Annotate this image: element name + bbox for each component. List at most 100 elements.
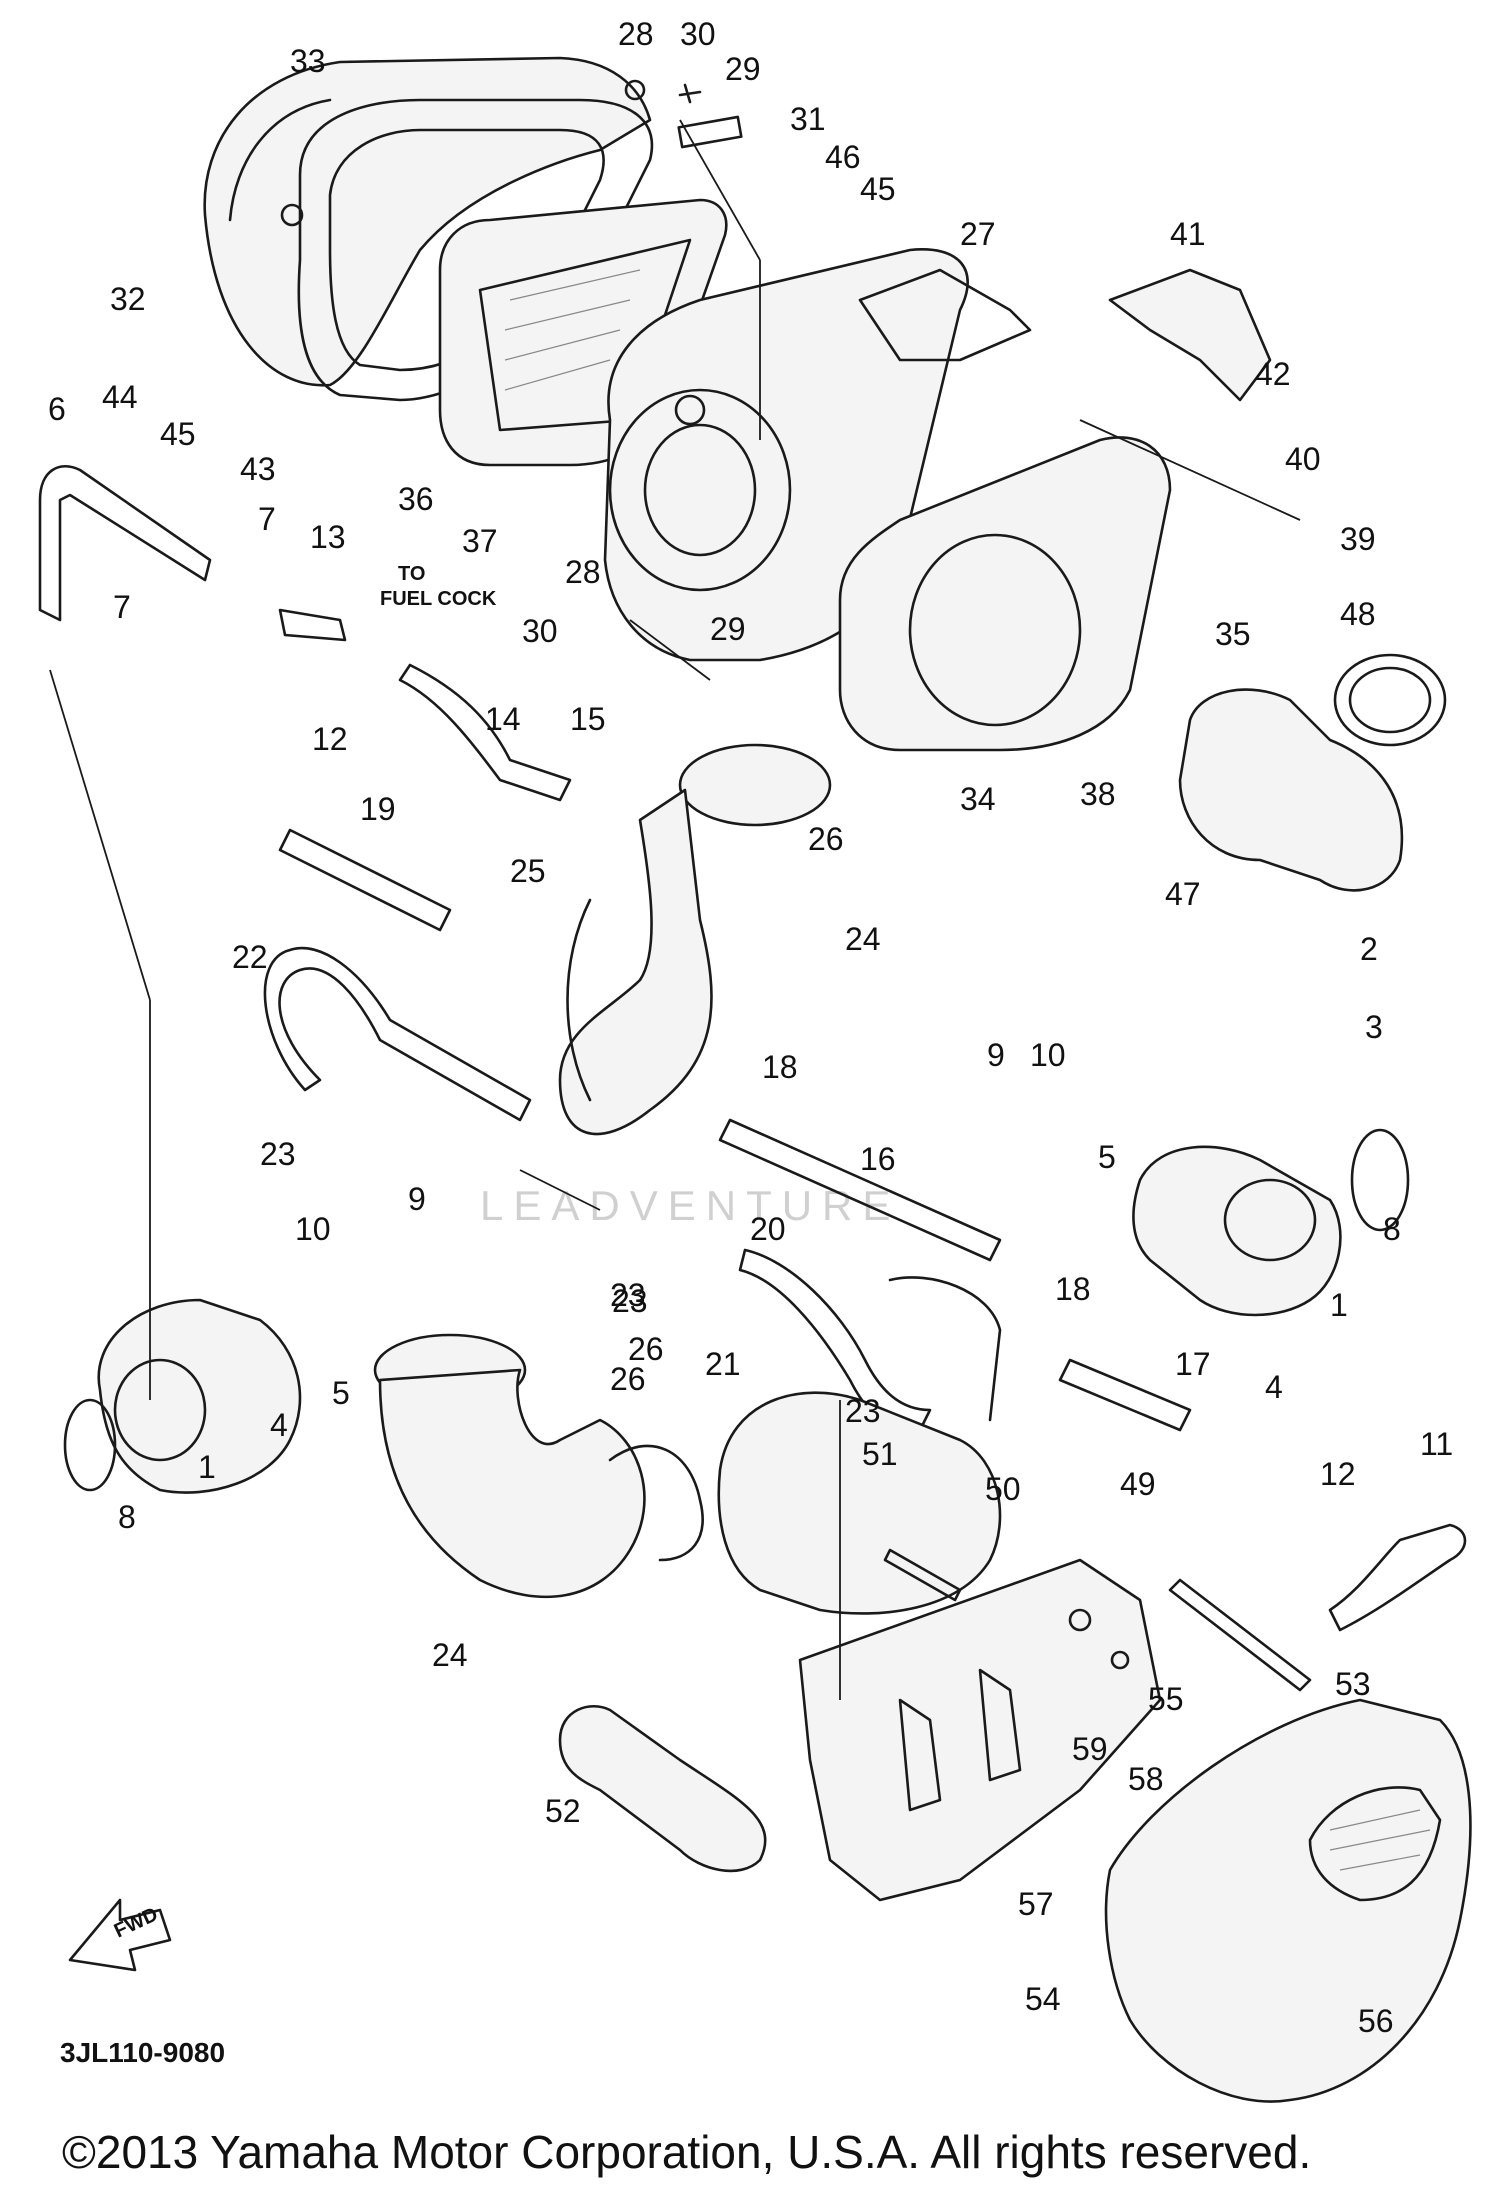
callout-label: 9 <box>408 1181 426 1217</box>
callout-label: 33 <box>290 43 326 79</box>
callout-label: 39 <box>1340 521 1376 557</box>
callout-label: 16 <box>860 1141 896 1177</box>
callout-label: 55 <box>1148 1681 1184 1717</box>
washer-icon <box>624 79 646 101</box>
callout-label: 4 <box>270 1407 288 1443</box>
callout-label: 26 <box>808 821 844 857</box>
callout-label: 14 <box>485 701 521 737</box>
support-plate-part <box>558 1705 767 1873</box>
callout-label: 51 <box>862 1436 898 1472</box>
callout-label: 31 <box>790 101 826 137</box>
callout-label: 29 <box>710 611 746 647</box>
tube-part-17 <box>1058 1358 1192 1432</box>
forward-arrow-icon: FWD <box>68 1898 172 1972</box>
air-cleaner-cover-part <box>203 56 652 387</box>
callout-label: 45 <box>860 171 896 207</box>
callout-label: 45 <box>160 416 196 452</box>
vent-tube-part <box>278 828 452 932</box>
callout-label: 1 <box>198 1449 216 1485</box>
intake-manifold-left-part <box>63 1298 302 1494</box>
callout-label: 8 <box>1383 1211 1401 1247</box>
callout-label: 50 <box>985 1471 1021 1507</box>
callout-labels: 1 1 2 3 4 4 5 5 6 7 7 8 8 9 9 10 10 11 1… <box>48 16 1453 2039</box>
callout-label: 38 <box>1080 776 1116 812</box>
callout-label: 5 <box>1098 1139 1116 1175</box>
callout-label: 26 <box>610 1361 646 1397</box>
callout-label: 3 <box>1365 1009 1383 1045</box>
callout-label: 23 <box>260 1136 296 1172</box>
callout-label: 24 <box>845 921 881 957</box>
callout-label: 22 <box>232 939 268 975</box>
callout-label: 48 <box>1340 596 1376 632</box>
bracket-part <box>1108 268 1272 402</box>
copyright-notice: ©2013 Yamaha Motor Corporation, U.S.A. A… <box>62 2126 1311 2178</box>
case-cover-part <box>838 436 1172 752</box>
callout-label: 4 <box>1265 1369 1283 1405</box>
callout-label: 30 <box>522 613 558 649</box>
crankcase-hose-part <box>738 1248 932 1434</box>
callout-label: 23 <box>845 1393 881 1429</box>
callout-label: 1 <box>1330 1287 1348 1323</box>
callout-label: 23 <box>610 1277 646 1313</box>
bolt-part-50 <box>883 1548 962 1602</box>
side-cover-part <box>1104 1698 1472 2103</box>
callout-label: 46 <box>825 139 861 175</box>
callout-label: 54 <box>1025 1981 1061 2017</box>
watermark-text: LEADVENTURE <box>480 1182 900 1229</box>
callout-label: 56 <box>1358 2003 1394 2039</box>
callout-label: 2 <box>1360 931 1378 967</box>
fitting-part <box>278 608 347 642</box>
callout-label: 8 <box>118 1499 136 1535</box>
callout-label: 52 <box>545 1793 581 1829</box>
callout-label: 43 <box>240 451 276 487</box>
callout-label: 25 <box>510 853 546 889</box>
fuel-hose-part <box>398 663 572 802</box>
callout-label: 9 <box>987 1037 1005 1073</box>
callout-label: 5 <box>332 1375 350 1411</box>
callout-label: 28 <box>618 16 654 52</box>
callout-label: 44 <box>102 379 138 415</box>
callout-label: 27 <box>960 216 996 252</box>
drain-hose-part <box>263 946 532 1122</box>
callout-label: 26 <box>628 1331 664 1367</box>
hose-part-11 <box>1328 1523 1467 1632</box>
callout-label: 30 <box>680 16 716 52</box>
plate-icon <box>677 115 743 149</box>
intake-joint-lower-part <box>373 1333 704 1599</box>
breather-hose-part <box>38 464 212 622</box>
callout-label: 49 <box>1120 1466 1156 1502</box>
callout-label: 58 <box>1128 1761 1164 1797</box>
callout-label: 21 <box>705 1346 741 1382</box>
callout-label: 42 <box>1255 356 1291 392</box>
callout-label: 36 <box>398 481 434 517</box>
callout-label: 37 <box>462 523 498 559</box>
bolt-icon <box>678 83 702 104</box>
callout-label: 24 <box>432 1637 468 1673</box>
callout-label: 18 <box>1055 1271 1091 1307</box>
callout-label: 12 <box>312 721 348 757</box>
diagram-part-code: 3JL110-9080 <box>60 2037 225 2068</box>
callout-label: 13 <box>310 519 346 555</box>
callout-label: 35 <box>1215 616 1251 652</box>
callout-label: 19 <box>360 791 396 827</box>
callout-label: 47 <box>1165 876 1201 912</box>
callout-label: 40 <box>1285 441 1321 477</box>
callout-label: 17 <box>1175 1346 1211 1382</box>
callout-label: 53 <box>1335 1666 1371 1702</box>
callout-label: 41 <box>1170 216 1206 252</box>
callout-label: 34 <box>960 781 996 817</box>
callout-label: 28 <box>565 554 601 590</box>
forward-arrow-label: FWD <box>111 1903 162 1942</box>
intake-joint-front-part <box>558 743 832 1136</box>
callout-label: 59 <box>1072 1731 1108 1767</box>
callout-label: 32 <box>110 281 146 317</box>
callout-label: 7 <box>258 501 276 537</box>
fuel-cock-note-line-2: FUEL COCK <box>380 588 497 610</box>
tube-part-16 <box>718 1118 1002 1262</box>
callout-label: 12 <box>1320 1456 1356 1492</box>
callout-label: 7 <box>113 589 131 625</box>
callout-label: 23 <box>612 1283 648 1319</box>
callout-label: 18 <box>762 1049 798 1085</box>
callout-label: 10 <box>295 1211 331 1247</box>
